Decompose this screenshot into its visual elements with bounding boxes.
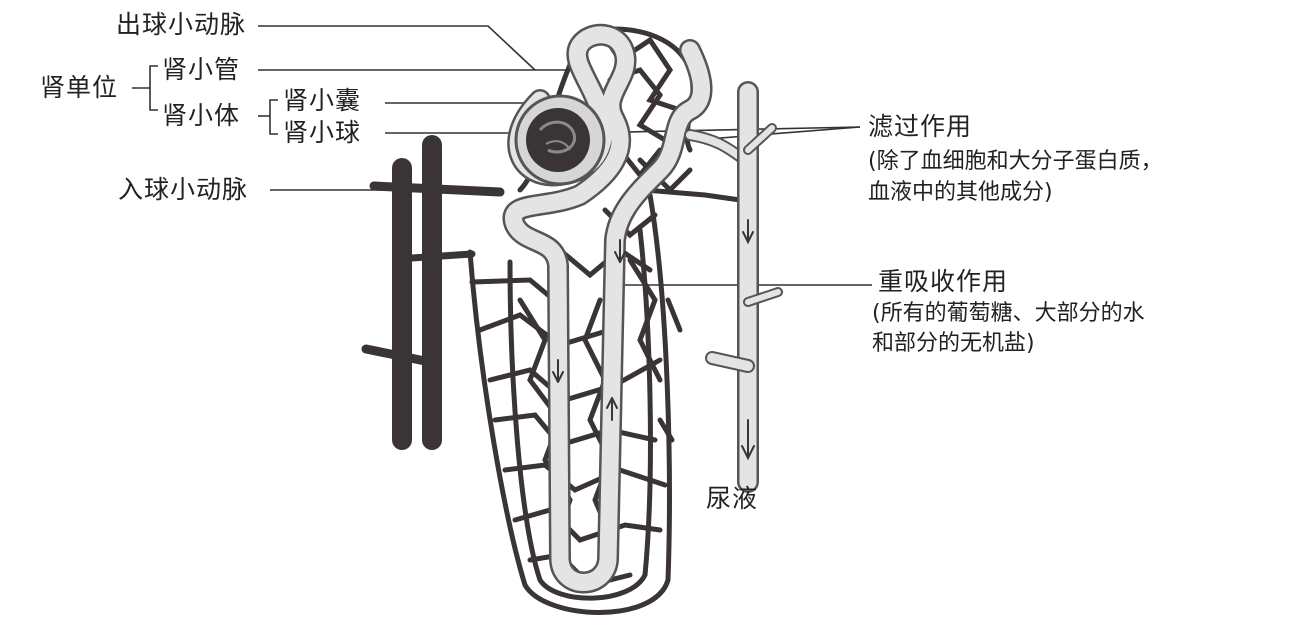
leader-lines — [132, 26, 872, 285]
renal-corpuscle — [516, 96, 604, 184]
left-vessel-2 — [422, 135, 442, 450]
filtration-note-line1: (除了血细胞和大分子蛋白质， — [868, 148, 1163, 176]
reabsorption-note-line1: (所有的葡萄糖、大部分的水 — [872, 300, 1145, 328]
vessel-stub — [366, 349, 430, 362]
renal-corpuscle-label: 肾小体 — [162, 101, 240, 131]
glomerulus-shape — [526, 108, 590, 172]
vessel-branch — [412, 254, 472, 258]
peritubular-to-vein — [645, 190, 740, 200]
reabsorption-note-line2: 和部分的无机盐) — [872, 330, 1035, 358]
bracket-nephron — [150, 66, 158, 110]
afferent-arteriole-label: 入球小动脉 — [118, 175, 248, 205]
left-vessels — [366, 135, 500, 450]
filtration-note-line2: 血液中的其他成分) — [868, 179, 1053, 207]
bowmans-capsule-label: 肾小囊 — [283, 86, 361, 116]
reabsorption-title: 重吸收作用 — [878, 267, 1008, 297]
nephron-label: 肾单位 — [40, 73, 118, 103]
left-vessel-1 — [392, 158, 412, 450]
renal-tubule-label: 肾小管 — [162, 55, 240, 85]
filtration-title: 滤过作用 — [868, 112, 972, 142]
bracket-corpuscle — [270, 100, 278, 134]
efferent-arteriole-label: 出球小动脉 — [116, 10, 246, 40]
urine-label: 尿液 — [706, 484, 758, 514]
afferent-branch — [374, 186, 500, 192]
leader-efferent-arteriole — [258, 26, 535, 70]
glomerulus-label: 肾小球 — [283, 118, 361, 148]
